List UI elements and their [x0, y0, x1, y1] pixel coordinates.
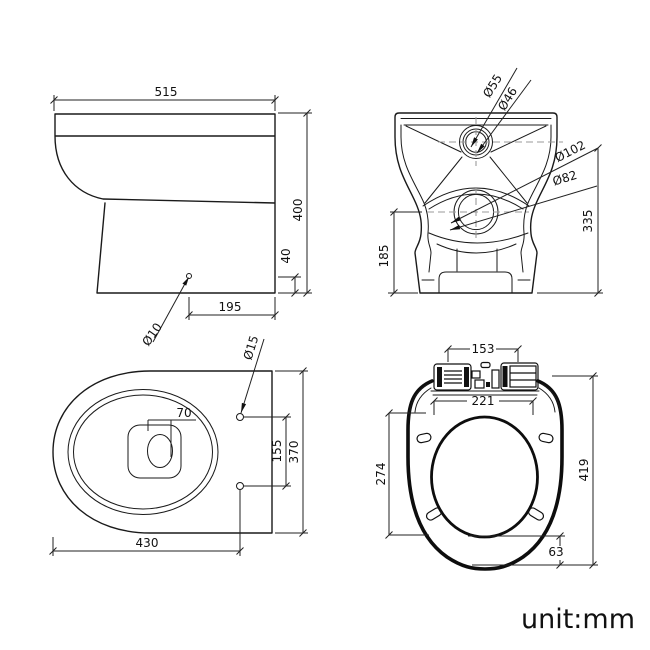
dim-153-lines	[447, 348, 519, 362]
hole-leader-line	[152, 279, 188, 343]
dim-63-lines	[468, 535, 565, 565]
pan-plan-outline	[52, 370, 273, 534]
unit-label: unit:mm	[521, 604, 635, 635]
dim-overall-height: 400	[291, 199, 305, 222]
dim-221-lines	[433, 400, 534, 415]
dim-hole-offset: 195	[219, 300, 242, 314]
dim-335-lines	[537, 148, 603, 294]
hinge-right-housing	[500, 362, 539, 391]
inlet-outer-leader	[470, 67, 518, 148]
plan-hole-leader	[240, 338, 265, 414]
dim-outlet-outer: Ø102	[553, 138, 588, 165]
dim-hole-dia-side: Ø10	[139, 320, 165, 348]
dim-70-lines	[147, 419, 196, 457]
trapway-lines	[428, 232, 529, 272]
hinge-center-nub	[480, 361, 491, 369]
dim-seat-inner-length: 274	[374, 463, 388, 486]
leader-arrowhead	[182, 277, 189, 286]
dim-seat-length: 419	[577, 459, 591, 482]
dim-hole-dia-plan: Ø15	[241, 334, 262, 362]
dim-inlet-height: 335	[581, 210, 595, 233]
base-cutout	[421, 271, 531, 294]
dim-seat-bottom-offset: 63	[548, 545, 563, 559]
inlet-inner-leader	[476, 79, 532, 154]
rim-inner-ellipse	[73, 394, 213, 510]
pan-side-outline	[54, 113, 276, 294]
seat-hinge-assembly	[433, 361, 539, 391]
dim-outlet-inner: Ø82	[551, 168, 579, 189]
outlet-inner-leader	[449, 185, 598, 231]
dim-419-lines	[472, 375, 598, 566]
dim-185-lines	[388, 211, 422, 294]
dim-seat-inner-width: 221	[472, 394, 495, 408]
dim-155-lines	[244, 416, 291, 487]
dim-plan-width: 370	[287, 441, 301, 464]
seat-view: 153 221 274 419 63	[374, 342, 598, 571]
rear-view: Ø55 Ø46 Ø102 Ø82 335 185	[377, 67, 603, 297]
seat-wing-detail	[409, 383, 561, 413]
pan-rear-outline	[394, 112, 558, 294]
sump-outline	[127, 424, 182, 479]
dim-515-lines	[53, 95, 276, 111]
hinge-left-housing	[433, 363, 472, 391]
dim-40-lines	[278, 276, 301, 293]
inlet-boss-circle	[459, 125, 493, 159]
dim-base-step: 40	[279, 248, 293, 263]
plan-fixing-hole-top	[236, 413, 244, 421]
seat-bumpers	[416, 432, 554, 521]
dim-trap-width: 70	[176, 406, 191, 420]
dim-hinge-spacing: 153	[472, 342, 495, 356]
drain-hole	[147, 434, 173, 468]
plan-fixing-hole-bottom	[236, 482, 244, 490]
dim-plan-length: 430	[136, 536, 159, 550]
seat-outer-ring	[406, 379, 564, 571]
dim-outlet-height: 185	[377, 245, 391, 268]
dim-195-lines	[188, 297, 276, 320]
seat-inner-opening	[430, 415, 539, 539]
side-view: Ø10 515 400 40 195	[50, 85, 312, 349]
rim-outer-ellipse	[67, 389, 219, 515]
plan-view: 70 Ø15 155 370 430	[49, 334, 308, 556]
dim-hole-spacing: 155	[270, 440, 284, 463]
side-fixing-hole	[186, 273, 192, 279]
dim-274-lines	[388, 412, 429, 536]
funnel-diagonals	[405, 125, 547, 204]
dim-430-lines	[52, 490, 241, 556]
dim-overall-width: 515	[155, 85, 178, 99]
outlet-outer-leader	[450, 147, 599, 224]
